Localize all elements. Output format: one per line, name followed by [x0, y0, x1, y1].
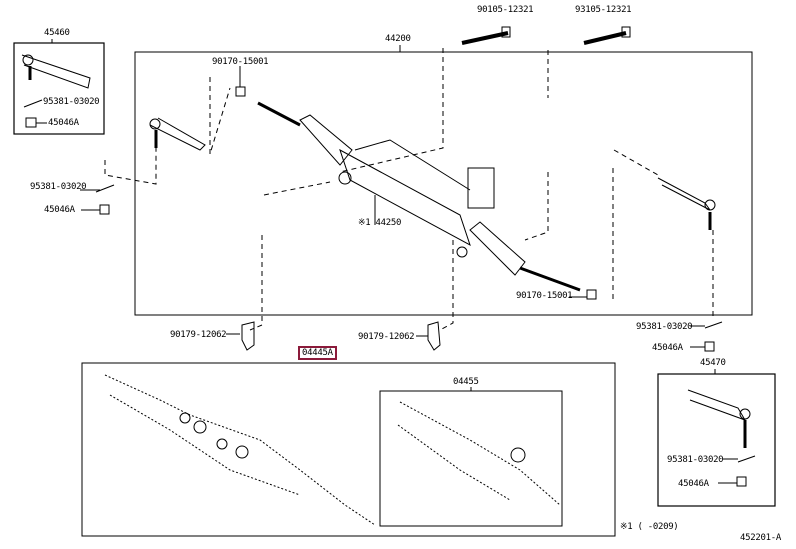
tie-rod-end-icon [149, 117, 206, 151]
cotter-pin-icon [23, 99, 756, 463]
part-label-cotter-pin[interactable]: 95381-03020 [636, 322, 693, 332]
part-label-45470[interactable]: 45470 [700, 358, 726, 368]
nut-icon [25, 86, 747, 487]
tie-rod-end-icon [687, 389, 751, 448]
seal-ring-icon [179, 412, 526, 463]
rack-assembly-box [134, 51, 753, 316]
part-label-45460[interactable]: 45460 [44, 28, 70, 38]
kit-left-box [13, 42, 105, 135]
part-label-04455[interactable]: 04455 [453, 377, 479, 387]
part-label-04445a-highlighted[interactable]: 04445A [298, 346, 337, 360]
part-label-nut[interactable]: 45046A [652, 343, 683, 353]
steering-rack-icon [257, 101, 581, 292]
part-label-nut[interactable]: 45046A [678, 479, 709, 489]
part-label-44200[interactable]: 44200 [385, 34, 411, 44]
bracket-icon [241, 321, 441, 351]
part-label-bracket[interactable]: 90179-12062 [358, 332, 415, 342]
diagram-id: 452201-A [740, 533, 781, 543]
dashed-leaders [104, 48, 714, 331]
bolt-icon [461, 26, 511, 45]
part-label-nut[interactable]: 45046A [48, 118, 79, 128]
gasket-kit-sketch [104, 374, 561, 526]
tie-rod-end-icon [21, 54, 91, 89]
kit-right-box [657, 373, 776, 507]
part-label-cotter-pin[interactable]: 95381-03020 [43, 97, 100, 107]
repair-kit-box [379, 390, 563, 527]
part-label-cotter-pin[interactable]: 95381-03020 [30, 182, 87, 192]
footnote: ※1 ( -0209) [620, 522, 679, 532]
part-label-nut[interactable]: 45046A [44, 205, 75, 215]
part-label-bracket[interactable]: 90179-12062 [170, 330, 227, 340]
part-label-nut-lower[interactable]: 90170-15001 [516, 291, 573, 301]
part-label-44250[interactable]: ※1 44250 [358, 218, 402, 228]
part-label-bolt[interactable]: 93105-12321 [575, 5, 632, 15]
part-label-cotter-pin[interactable]: 95381-03020 [667, 455, 724, 465]
part-label-nut-upper[interactable]: 90170-15001 [212, 57, 269, 67]
part-label-bolt[interactable]: 90105-12321 [477, 5, 534, 15]
tie-rod-end-icon [657, 177, 716, 230]
bolt-icon [583, 26, 631, 45]
gasket-kit-box [81, 362, 616, 537]
leader-lines [36, 66, 738, 484]
